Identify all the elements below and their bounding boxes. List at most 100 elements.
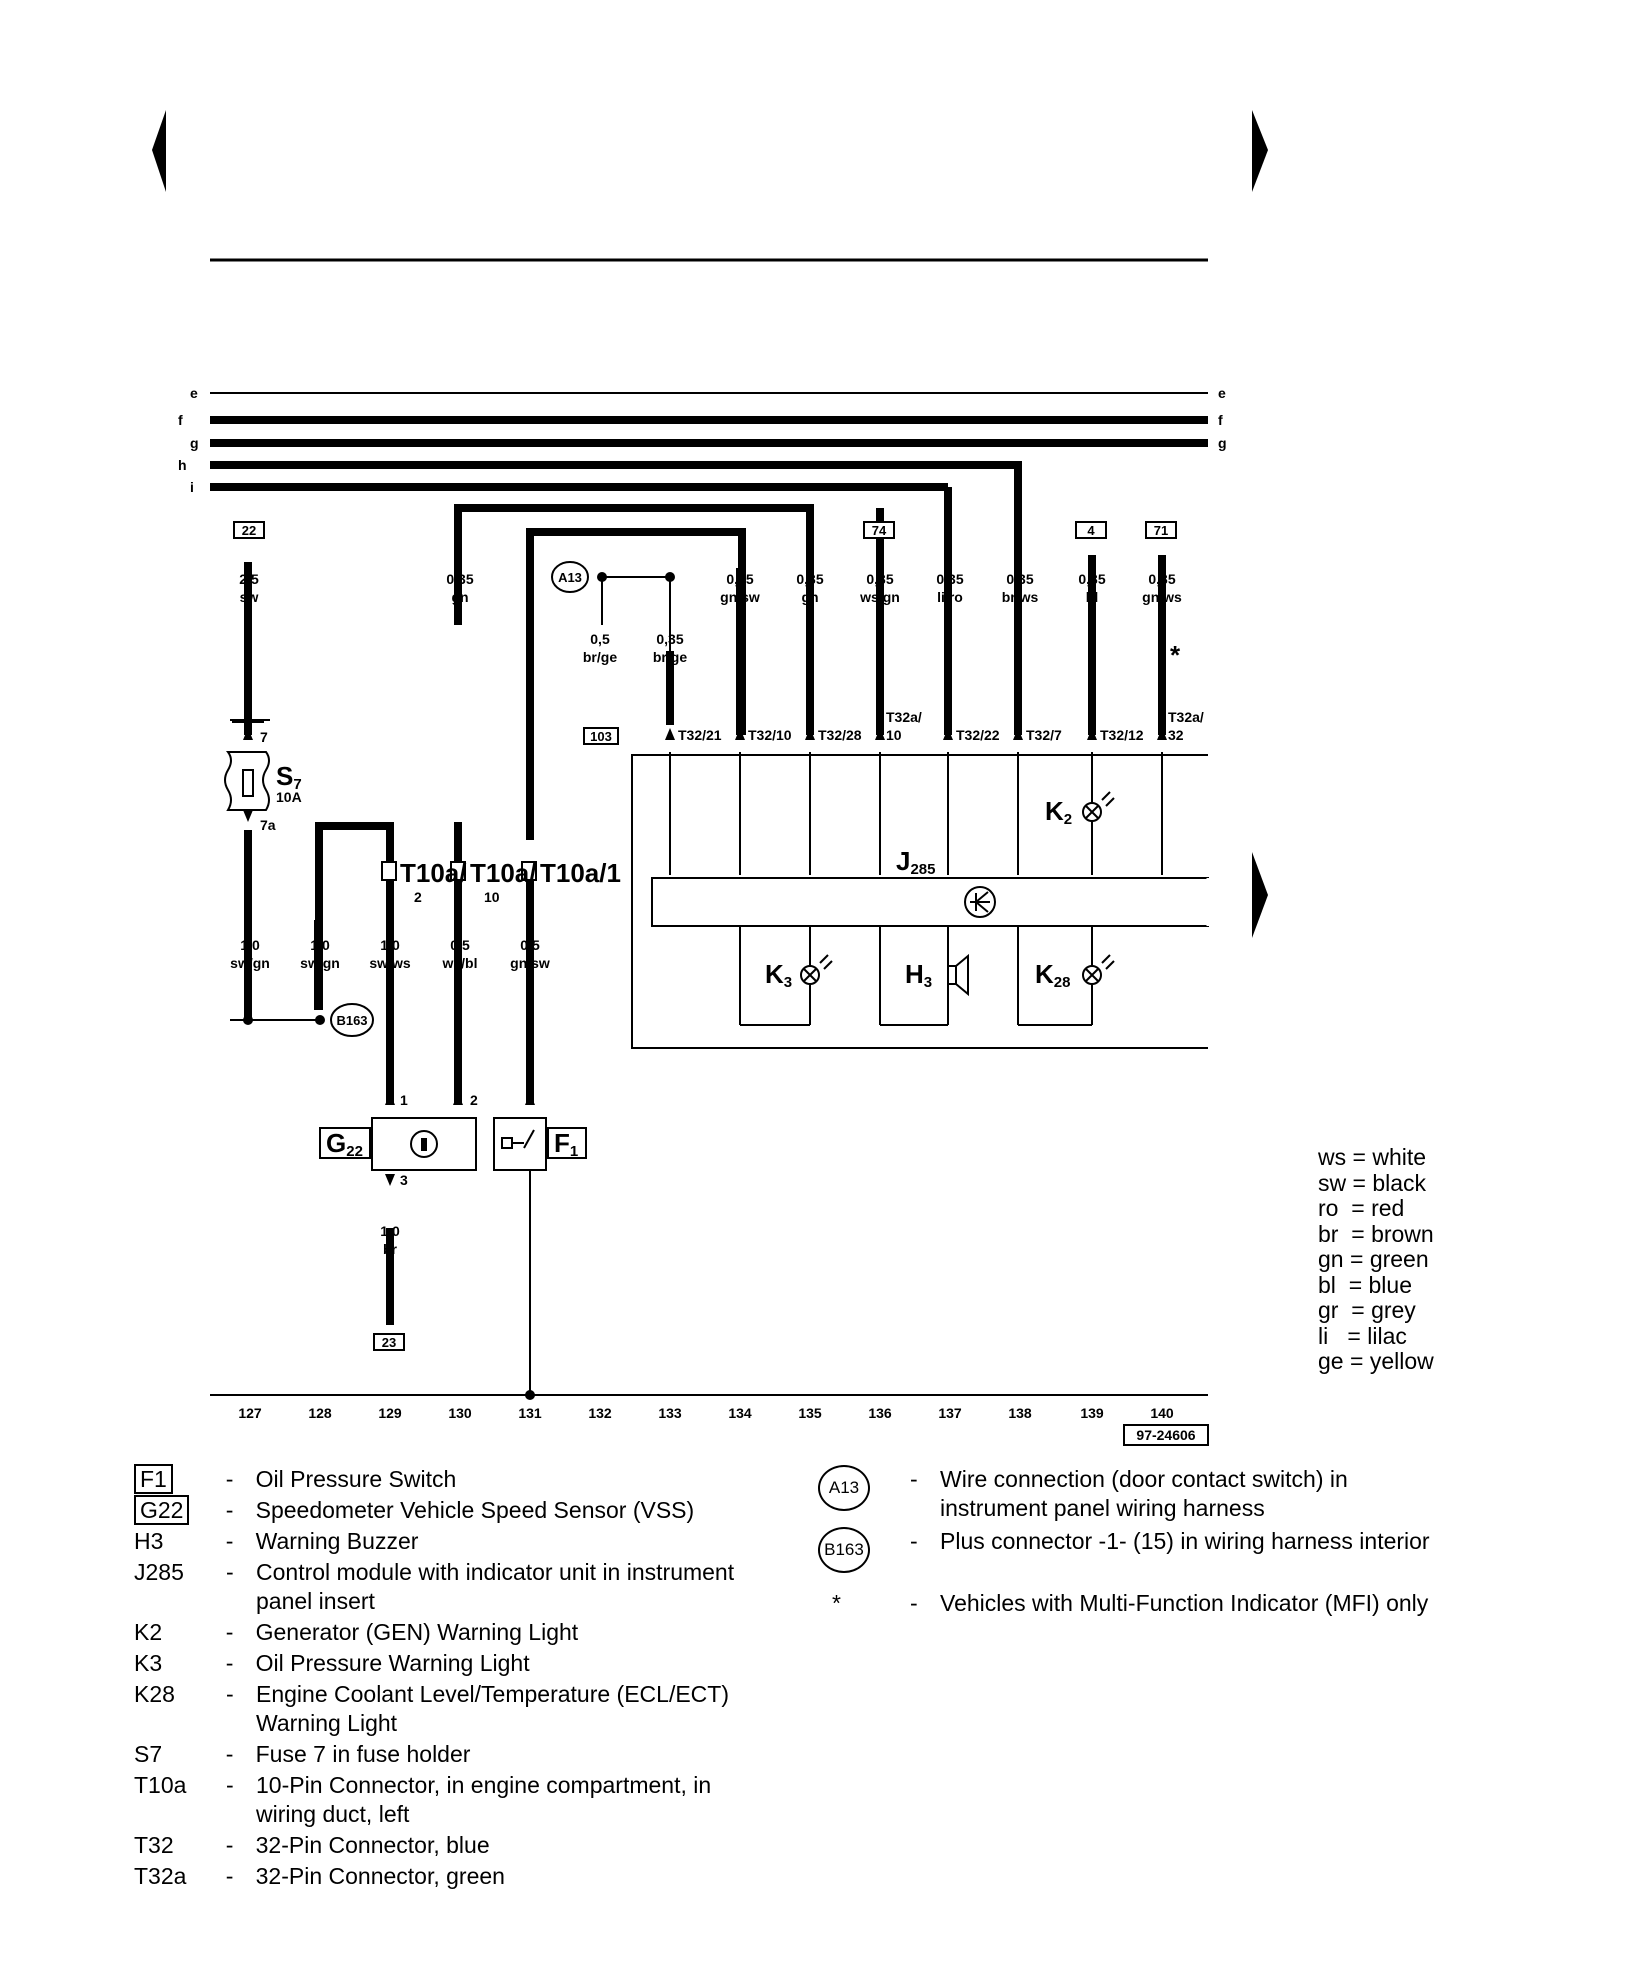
svg-text:139: 139 — [1080, 1405, 1104, 1421]
svg-text:0,5: 0,5 — [590, 631, 610, 647]
svg-text:0,35: 0,35 — [726, 571, 753, 587]
pin-arrows — [243, 728, 1167, 1186]
ref-box-71: 71 — [1145, 521, 1177, 539]
a13-connector: A13 — [551, 561, 589, 593]
svg-text:0,35: 0,35 — [936, 571, 963, 587]
color-code-legend: ws = white sw = black ro = red br = brow… — [1318, 1144, 1434, 1375]
svg-text:0,35: 0,35 — [446, 571, 473, 587]
t10a-10-pin: 10 — [484, 889, 500, 905]
svg-text:1,0: 1,0 — [240, 937, 260, 953]
svg-text:133: 133 — [658, 1405, 682, 1421]
junction-dots — [243, 572, 675, 1400]
bus-label-h-left: h — [178, 457, 187, 473]
svg-text:0,35: 0,35 — [866, 571, 893, 587]
svg-text:140: 140 — [1150, 1405, 1174, 1421]
bus-label-e-right: e — [1218, 385, 1226, 401]
thin-wires — [230, 576, 1163, 1395]
k2-label: K2 — [1045, 796, 1072, 828]
h3-buzzer-icon — [947, 953, 969, 997]
svg-text:0,35: 0,35 — [796, 571, 823, 587]
svg-text:gn: gn — [451, 589, 468, 605]
svg-text:T32/21: T32/21 — [678, 727, 722, 743]
f1-switch — [493, 1117, 587, 1171]
k28-label: K28 — [1035, 959, 1070, 991]
bus-labels: e f g h i e f g — [178, 385, 1227, 495]
pin-labels: T32/21 T32/10 T32/28 T32a/ 10 T32/22 T32… — [678, 640, 1204, 743]
svg-text:136: 136 — [868, 1405, 892, 1421]
ref-box-103: 103 — [583, 727, 619, 745]
key-row: G22-Speedometer Vehicle Speed Sensor (VS… — [134, 1495, 794, 1525]
key-row: K3-Oil Pressure Warning Light — [134, 1650, 530, 1676]
g22-sensor-icon — [410, 1130, 438, 1158]
continue-arrow-icon[interactable] — [1252, 852, 1268, 938]
svg-text:0,35: 0,35 — [1078, 571, 1105, 587]
key-row: T32-32-Pin Connector, blue — [134, 1832, 490, 1858]
svg-text:sw/ws: sw/ws — [369, 955, 410, 971]
svg-text:23: 23 — [382, 1335, 396, 1350]
t10a-2-pin: 2 — [414, 889, 422, 905]
bus-label-i-left: i — [190, 479, 194, 495]
svg-text:br/ws: br/ws — [1002, 589, 1039, 605]
svg-text:T32/28: T32/28 — [818, 727, 862, 743]
ref-box-4: 4 — [1075, 521, 1107, 539]
key-row: K2-Generator (GEN) Warning Light — [134, 1619, 579, 1645]
svg-text:0,35: 0,35 — [656, 631, 683, 647]
svg-text:bl: bl — [1086, 589, 1098, 605]
svg-text:T32a/: T32a/ — [886, 709, 922, 725]
s7-fuse-icon — [224, 721, 270, 811]
next-page-arrow-icon[interactable] — [1252, 110, 1268, 192]
svg-text:130: 130 — [448, 1405, 472, 1421]
svg-text:0,5: 0,5 — [450, 937, 470, 953]
ref-box-23: 23 — [373, 1333, 405, 1351]
svg-text:131: 131 — [518, 1405, 542, 1421]
key-row: J285-Control module with indicator unit … — [134, 1559, 735, 1614]
k2-warning-light-icon — [1082, 791, 1115, 822]
key-row: S7-Fuse 7 in fuse holder — [134, 1741, 471, 1767]
color-row: ge = yellow — [1318, 1348, 1434, 1374]
svg-text:sw: sw — [240, 589, 259, 605]
bus-label-f-right: f — [1218, 412, 1223, 428]
svg-text:10: 10 — [886, 727, 902, 743]
prev-page-arrow-icon[interactable] — [152, 110, 166, 192]
svg-text:T32a/: T32a/ — [1168, 709, 1204, 725]
svg-text:128: 128 — [308, 1405, 332, 1421]
component-key-right: A13-Wire connection (door contact switch… — [818, 1465, 1468, 1618]
svg-text:gn: gn — [801, 589, 818, 605]
j285-symbol-icon — [964, 886, 996, 918]
f1-pressure-switch-icon — [501, 1129, 535, 1149]
color-row: ws = white — [1318, 1144, 1427, 1170]
svg-text:0,35: 0,35 — [1006, 571, 1033, 587]
svg-text:74: 74 — [872, 523, 887, 538]
svg-text:T32/12: T32/12 — [1100, 727, 1144, 743]
svg-text:132: 132 — [588, 1405, 612, 1421]
key-row: H3-Warning Buzzer — [134, 1528, 419, 1554]
svg-text:gn/sw: gn/sw — [720, 589, 760, 605]
color-row: gn = green — [1318, 1246, 1429, 1272]
color-row: li = lilac — [1318, 1322, 1407, 1349]
svg-text:1,0: 1,0 — [380, 1223, 400, 1239]
component-key-left: F1-Oil Pressure Switch G22-Speedometer V… — [134, 1464, 794, 1891]
svg-text:gn/ws: gn/ws — [1142, 589, 1182, 605]
key-row: F1-Oil Pressure Switch — [134, 1464, 794, 1494]
svg-text:97-24606: 97-24606 — [1136, 1427, 1195, 1443]
key-row: B163-Plus connector -1- (15) in wiring h… — [818, 1527, 1468, 1589]
svg-text:br/ge: br/ge — [653, 649, 687, 665]
svg-text:sw/gn: sw/gn — [300, 955, 340, 971]
ref-box-22: 22 — [233, 521, 265, 539]
svg-text:134: 134 — [728, 1405, 752, 1421]
k28-warning-light-icon — [1082, 954, 1115, 985]
key-row: T32a-32-Pin Connector, green — [134, 1863, 505, 1889]
svg-text:ws/bl: ws/bl — [441, 955, 477, 971]
bus-label-f-left: f — [178, 412, 183, 428]
s7-label: S7 — [276, 761, 302, 793]
svg-text:br/ge: br/ge — [583, 649, 617, 665]
g22-label: G22 — [326, 1128, 363, 1160]
color-row: ro = red — [1318, 1195, 1405, 1221]
svg-text:A13: A13 — [558, 570, 582, 585]
s7-pin-out: 7a — [260, 817, 276, 833]
svg-text:22: 22 — [242, 523, 256, 538]
key-row: T10a-10-Pin Connector, in engine compart… — [134, 1772, 712, 1827]
h3-label: H3 — [905, 959, 932, 991]
